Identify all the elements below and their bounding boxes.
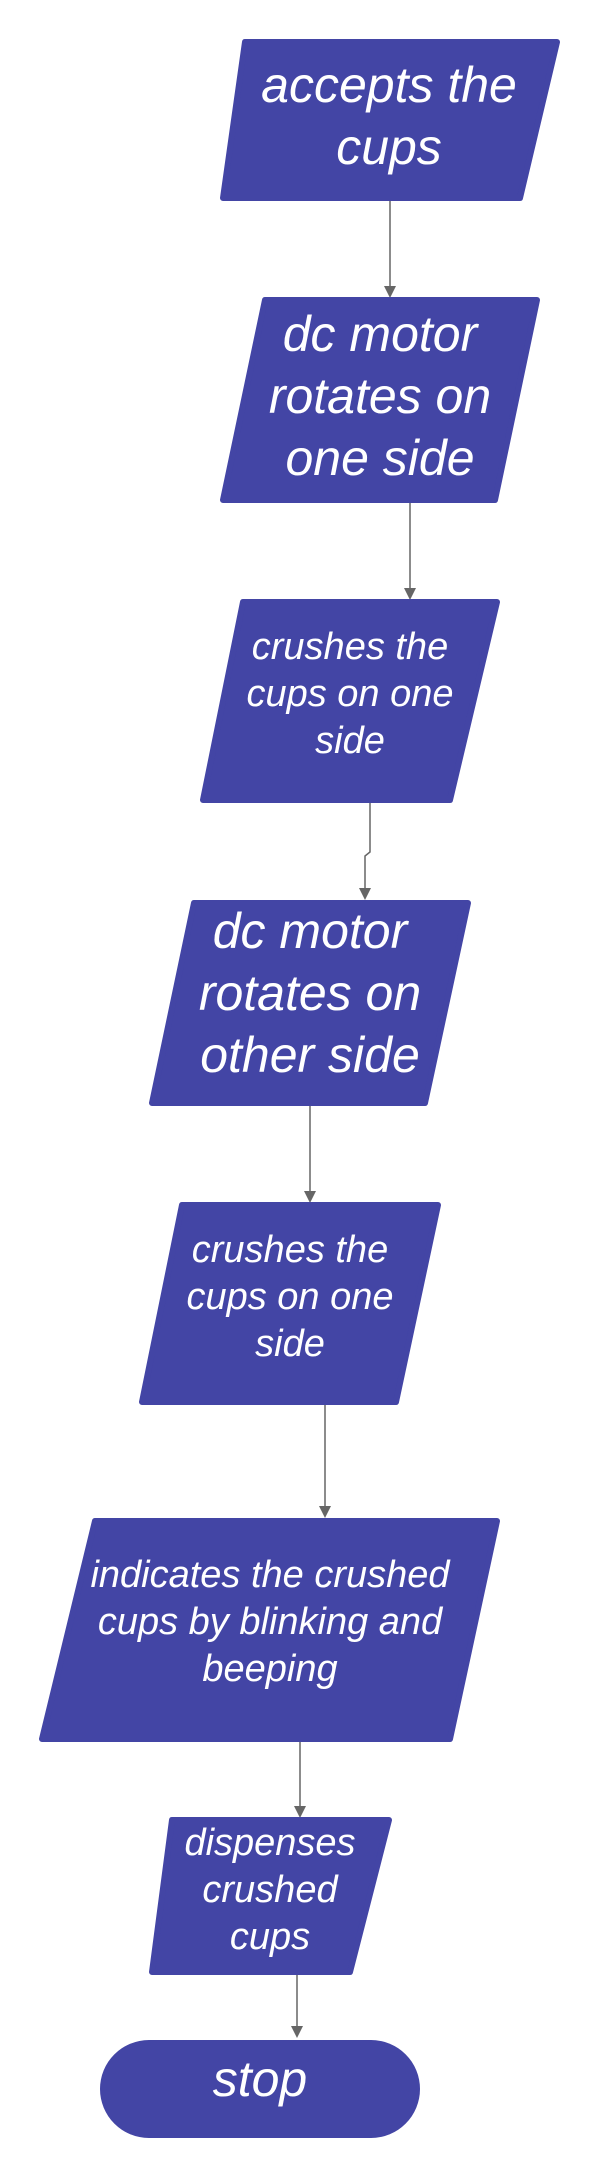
- parallelogram-shape: [39, 1518, 500, 1742]
- parallelogram-shape: [220, 39, 560, 201]
- parallelogram-shape: [200, 599, 500, 803]
- arrowhead-icon: [384, 286, 396, 298]
- node-label-line: rotates on: [199, 965, 421, 1021]
- node-label-line: side: [255, 1323, 325, 1365]
- node-label-line: rotates on: [269, 368, 491, 424]
- node-label-line: dc motor: [283, 306, 480, 362]
- flowchart-edge-3: [359, 800, 371, 900]
- node-label-line: cups: [336, 119, 442, 175]
- flowchart-node-8: stop: [100, 2040, 420, 2138]
- node-label-line: dc motor: [213, 903, 410, 959]
- parallelogram-shape: [139, 1202, 441, 1405]
- node-label-line: crushes the: [252, 626, 448, 668]
- flowchart-edge-1: [384, 198, 396, 298]
- flowchart-node-5: crushes the cups on one side: [139, 1202, 441, 1405]
- node-label-line: crushes the: [192, 1229, 388, 1271]
- parallelogram-shape: [149, 1817, 392, 1975]
- node-label-line: beeping: [202, 1648, 337, 1690]
- node-label-line: cups on one: [246, 673, 453, 715]
- arrowhead-icon: [294, 1806, 306, 1818]
- flowchart-edges: [291, 198, 416, 2038]
- arrowhead-icon: [404, 588, 416, 600]
- arrowhead-icon: [319, 1506, 331, 1518]
- node-label-line: cups on one: [186, 1276, 393, 1318]
- node-label-line: side: [315, 720, 385, 762]
- flowchart-node-3: crushes the cups on one side: [200, 599, 500, 803]
- node-label-line: cups: [230, 1916, 310, 1958]
- flowchart-edge-6: [294, 1739, 306, 1818]
- arrowhead-icon: [291, 2026, 303, 2038]
- flowchart-edge-5: [319, 1402, 331, 1518]
- flowchart-node-4: dc motor rotates on other side: [149, 900, 471, 1106]
- node-label-line: accepts the: [261, 57, 517, 113]
- node-label-line: other side: [200, 1027, 420, 1083]
- node-label-line: crushed: [202, 1869, 339, 1911]
- node-label-line: dispenses: [184, 1822, 355, 1864]
- arrowhead-icon: [304, 1191, 316, 1203]
- flowchart-node-6: indicates the crushed cups by blinking an…: [39, 1518, 500, 1742]
- flowchart-node-1: accepts the cups: [220, 39, 560, 201]
- node-label-line: stop: [213, 2051, 308, 2107]
- connector-line: [364, 800, 371, 888]
- node-label-line: indicates the crushed: [90, 1554, 451, 1596]
- flowchart-edge-4: [304, 1103, 316, 1203]
- terminator-shape: [100, 2040, 420, 2138]
- flowchart-edge-7: [291, 1972, 303, 2038]
- arrowhead-icon: [359, 888, 371, 900]
- flowchart-node-2: dc motor rotates on one side: [220, 297, 540, 503]
- flowchart-node-7: dispenses crushed cups: [149, 1817, 392, 1975]
- flowchart-edge-2: [404, 500, 416, 600]
- parallelogram-shape: [220, 297, 540, 503]
- parallelogram-shape: [149, 900, 471, 1106]
- flowchart-nodes: accepts the cups dc motor rotates on one sid…: [39, 39, 560, 2138]
- node-label-line: one side: [285, 430, 474, 486]
- node-label-line: cups by blinking and: [98, 1601, 444, 1643]
